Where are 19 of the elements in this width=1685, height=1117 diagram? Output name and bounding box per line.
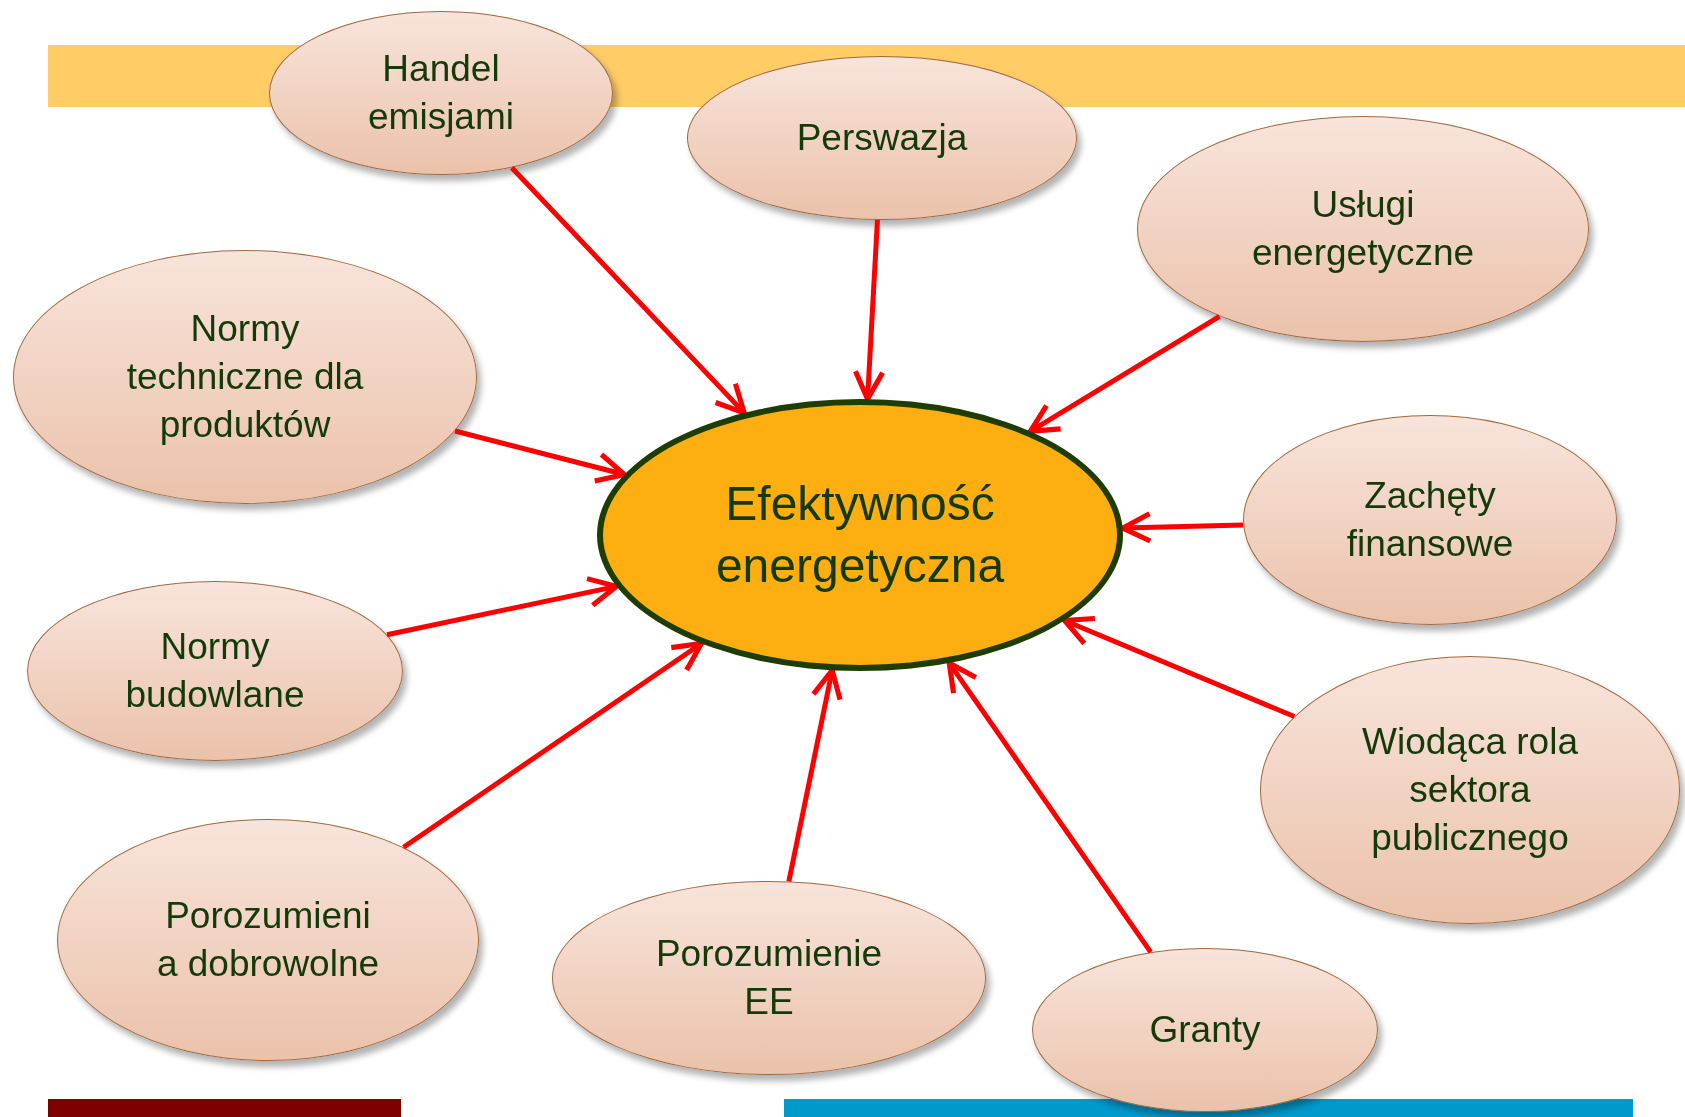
arrow [1027, 314, 1221, 434]
node-label: Efektywność energetyczna [714, 475, 1006, 594]
node-label: Porozumieni a dobrowolne [155, 893, 381, 986]
node-label: Normy techniczne dla produktów [125, 306, 365, 448]
node-label: Porozumienie EE [654, 931, 884, 1024]
arrow [946, 660, 1153, 954]
node-label: Handel emisjami [367, 46, 515, 139]
arrow [510, 166, 747, 416]
arrow [386, 576, 619, 638]
arrow [1062, 615, 1296, 719]
node-label: Zachęty finansowe [1345, 473, 1515, 566]
arrow [402, 640, 704, 850]
node-label: Perswazja [795, 115, 969, 160]
arrow [454, 428, 627, 484]
arrow [852, 219, 886, 402]
node-label: Granty [1148, 1007, 1262, 1052]
node-label: Usługi energetyczne [1250, 182, 1476, 275]
node-label: Normy budowlane [124, 624, 306, 717]
node-label: Wiodąca rola sektora publicznego [1361, 719, 1579, 861]
